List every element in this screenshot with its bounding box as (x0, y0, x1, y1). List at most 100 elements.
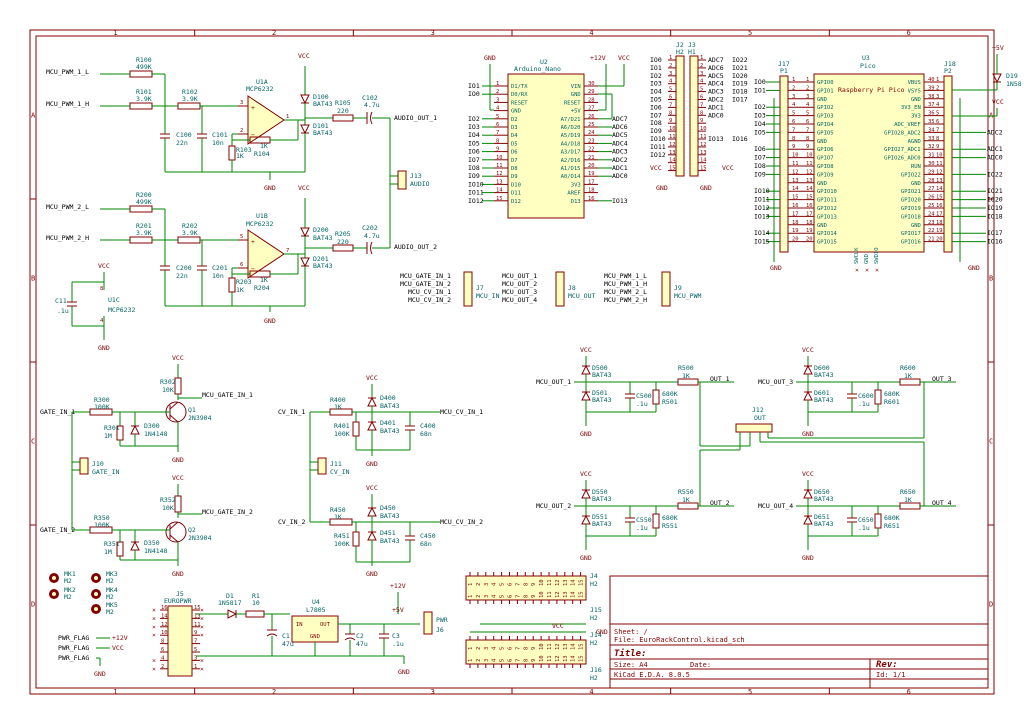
pico-left-pin-num-inner: 11 (806, 161, 813, 167)
hdr-net-io13: IO13 (708, 135, 724, 143)
val-c202: 4.7u (364, 232, 380, 240)
nano-net-adc3: ADC3 (612, 148, 628, 156)
ref-r350: R350 (94, 514, 110, 522)
ref-r500: R500 (678, 364, 694, 372)
bus-pin-num: 15 (579, 643, 585, 650)
hdr-pin-num: 6 (700, 95, 703, 101)
pico-net-io2: IO2 (754, 103, 766, 111)
ref-r551: R551 (662, 522, 678, 530)
hdr-net-io11: IO11 (650, 143, 666, 151)
nano-net-io11: IO11 (468, 189, 484, 197)
bus-pin-num: 4 (492, 658, 498, 662)
hdr-pin-num: 14 (700, 158, 707, 164)
svg-text:×: × (200, 665, 204, 673)
grid-col-4: 4 (589, 29, 593, 37)
hdr-net-io6: IO6 (650, 103, 662, 111)
pico-left-pin-num: 17 (792, 211, 799, 217)
val-u1b: MCP6232 (246, 220, 273, 228)
net-label-out-4: OUT_4 (932, 499, 952, 507)
bus-pin-num: 12 (555, 579, 561, 586)
connector-j9: MCU_PWM_1_L MCU_PWM_1_H MCU_PWM_2_L MCU_… (604, 271, 701, 307)
ref-d600: D600 (814, 364, 830, 372)
nano-left-pin-num: 3 (496, 97, 499, 103)
bus-pin-num: 12 (555, 643, 561, 650)
ref-mk4: MK4 (106, 586, 118, 594)
hdr-pin-num: 8 (700, 110, 703, 116)
connector-j7: MCU_GATE_IN_1 MCU_GATE_IN_2 MCU_CV_IN_1 … (400, 271, 500, 307)
pico-right-pin-num-inner: 5 (936, 111, 939, 117)
power-vcc: VCC (298, 52, 310, 60)
hdr-pin-num: 10 (700, 126, 707, 132)
ref-j16: J16 (590, 666, 602, 674)
hdr-net-io19: IO19 (732, 80, 748, 88)
bus-pin-num: 7 (515, 595, 521, 598)
pico-pin-3v3: 3V3 (911, 114, 921, 120)
hdr-pin-num: 5 (669, 87, 672, 93)
pico-pin-gpio20: GPIO20 (901, 198, 921, 204)
bus-pin-num: 15 (579, 591, 585, 598)
pico-left-pin-num-inner: 19 (806, 228, 813, 234)
j9-pin-4-label: MCU_PWM_2_H (604, 296, 647, 304)
svg-text:×: × (152, 665, 156, 673)
pico-left-pin-num-inner: 8 (806, 136, 809, 142)
j8-pin-2-label: MCU_OUT_2 (502, 280, 537, 288)
hdr-pin-num: 9 (700, 118, 703, 124)
power-gnd: GND (580, 554, 592, 562)
europwr-pin-num: 10 (161, 630, 168, 636)
size-label: Size: A4 (614, 661, 648, 669)
nano-right-pin-num: 24 (588, 130, 595, 136)
val-r204: 1K (260, 276, 268, 284)
val-u1c: MCP6232 (108, 306, 135, 314)
pico-left-pin-num-inner: 9 (806, 144, 809, 150)
hdr-net-io1: IO1 (650, 64, 662, 72)
ref-h1: H1 (688, 48, 696, 56)
grid-col-bottom-6: 6 (907, 688, 911, 696)
j9-pin-1-label: MCU_PWM_1_L (604, 272, 647, 280)
val-r200: 499K (136, 198, 152, 206)
nano-pin-vin: VIN (571, 84, 581, 90)
val-r501: 680K (662, 390, 678, 398)
grid-row-A: A (31, 112, 36, 120)
pico-net-io18: IO18 (987, 212, 1003, 220)
nano-net-io4: IO4 (468, 131, 480, 139)
ref-r205: R205 (335, 230, 351, 238)
power-gnd: GND (968, 264, 980, 272)
ref-q2: Q2 (188, 526, 196, 534)
hdr-pin-num: 7 (669, 102, 672, 108)
pico-net-adc2: ADC2 (987, 128, 1003, 136)
raspberry-pi-pico-u3: U3 Pico Raspberry Pi Pico J17 P1 J18 P2 … (754, 44, 1022, 274)
val-r100: 499K (136, 63, 152, 71)
pico-net-io9: IO9 (754, 170, 766, 178)
net-label-mcu-out-2: MCU_OUT_2 (536, 502, 571, 510)
title-label: Title: (614, 648, 647, 659)
grid-col-bottom-3: 3 (431, 688, 435, 696)
ref-r401: R401 (334, 422, 350, 430)
ref-r302: R302 (160, 378, 176, 386)
val-c450: 68n (420, 540, 432, 548)
pico-net-adc1: ADC1 (987, 145, 1003, 153)
hdr-net-adc4: ADC4 (708, 80, 724, 88)
ref-d651: D651 (814, 513, 830, 521)
u4-pin-out: OUT (320, 622, 331, 628)
nano-left-pin-num: 9 (496, 147, 499, 153)
pico-right-pin-num-inner: 7 (936, 127, 939, 133)
svg-text:−: − (251, 265, 255, 273)
ref-r104: R104 (254, 150, 270, 158)
val-c500: .1u (636, 400, 648, 408)
ref-r200: R200 (136, 191, 152, 199)
bus-pin-num: 8 (523, 647, 529, 650)
hdr-pin-num: 1 (700, 55, 703, 61)
val-c400: 68n (420, 430, 432, 438)
grid-col-6: 6 (907, 29, 911, 37)
val-u4: L7805 (306, 606, 326, 614)
hdr-pin-num: 4 (669, 79, 673, 85)
ref-mk5: MK5 (106, 601, 118, 609)
val-r1: 10 (252, 599, 260, 607)
hdr-net-adc0: ADC0 (708, 111, 724, 119)
val-d650: BAT43 (814, 495, 834, 503)
bus-pin-num: 13 (563, 591, 569, 598)
val-j11: CV_IN (330, 468, 350, 476)
ref-j10: J10 (92, 460, 104, 468)
ref-j14: J14 (590, 631, 602, 639)
